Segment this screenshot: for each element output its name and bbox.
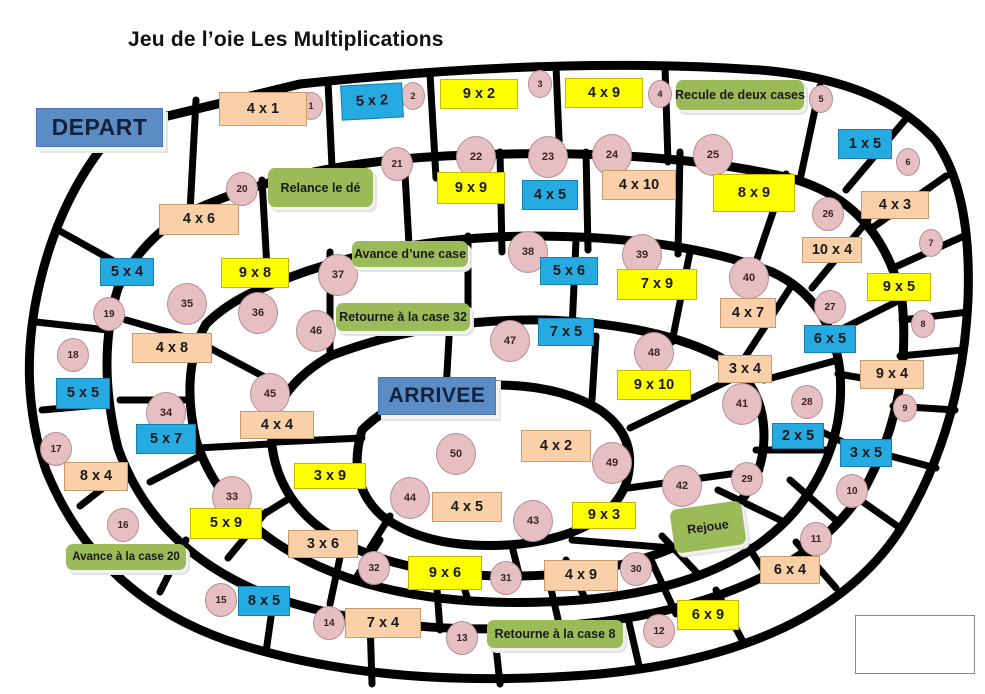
space-number-21[interactable]: 21 xyxy=(381,147,413,181)
space-number-3[interactable]: 3 xyxy=(528,70,552,98)
space-number-41[interactable]: 41 xyxy=(722,383,762,425)
space-tile-33[interactable]: 5 x 9 xyxy=(190,508,262,539)
space-tile-8[interactable]: 9 x 5 xyxy=(867,273,931,301)
space-number-49[interactable]: 49 xyxy=(592,442,632,484)
space-tile-3[interactable]: 9 x 2 xyxy=(440,79,518,109)
space-number-14[interactable]: 14 xyxy=(313,606,345,640)
space-number-20[interactable]: 20 xyxy=(226,172,258,206)
space-tile-9[interactable]: 9 x 4 xyxy=(860,360,924,389)
space-number-47[interactable]: 47 xyxy=(490,320,530,362)
space-tile-48[interactable]: 9 x 10 xyxy=(617,370,691,400)
space-number-28[interactable]: 28 xyxy=(791,385,823,419)
space-tile-19[interactable]: 5 x 4 xyxy=(100,258,154,286)
space-number-27[interactable]: 27 xyxy=(814,290,846,324)
space-number-43[interactable]: 43 xyxy=(513,500,553,542)
space-tile-5[interactable]: Recule de deux cases xyxy=(675,80,805,110)
space-tile-15[interactable]: 8 x 5 xyxy=(238,586,290,616)
space-tile-35[interactable]: 4 x 8 xyxy=(132,333,212,363)
page-title: Jeu de l’oie Les Multiplications xyxy=(128,28,444,51)
space-tile-16[interactable]: Avance à la case 20 xyxy=(66,544,186,570)
space-tile-45[interactable]: 4 x 4 xyxy=(240,411,314,439)
space-number-46[interactable]: 46 xyxy=(296,310,336,352)
space-tile-26[interactable]: 10 x 4 xyxy=(802,237,862,263)
space-number-42[interactable]: 42 xyxy=(662,465,702,507)
space-tile-24[interactable]: 4 x 10 xyxy=(602,170,676,200)
space-tile-40[interactable]: 4 x 7 xyxy=(720,298,776,328)
legend-empty-box xyxy=(855,615,975,674)
space-tile-30[interactable]: 4 x 9 xyxy=(544,560,618,591)
space-tile-25[interactable]: 8 x 9 xyxy=(713,174,795,212)
space-number-12[interactable]: 12 xyxy=(643,614,675,648)
space-number-29[interactable]: 29 xyxy=(731,462,763,496)
space-tile-14[interactable]: 7 x 4 xyxy=(345,608,421,638)
space-tile-41[interactable]: 3 x 4 xyxy=(718,355,772,383)
space-tile-12[interactable]: 6 x 9 xyxy=(677,600,739,630)
space-tile-18[interactable]: 5 x 5 xyxy=(56,378,110,409)
space-tile-37[interactable]: Avance d’une case xyxy=(352,241,468,267)
space-tile-11[interactable]: 6 x 4 xyxy=(760,556,820,584)
space-number-45[interactable]: 45 xyxy=(250,373,290,415)
space-tile-27[interactable]: 6 x 5 xyxy=(804,325,856,353)
space-number-26[interactable]: 26 xyxy=(812,197,844,231)
space-tile-10[interactable]: 3 x 5 xyxy=(840,439,892,467)
finish-marker: ARRIVEE xyxy=(378,377,496,415)
space-number-9[interactable]: 9 xyxy=(893,394,917,422)
space-tile-20[interactable]: 4 x 6 xyxy=(159,204,239,235)
space-tile-38[interactable]: 5 x 6 xyxy=(540,257,598,285)
space-number-11[interactable]: 11 xyxy=(800,522,832,556)
space-number-15[interactable]: 15 xyxy=(205,583,237,617)
space-number-19[interactable]: 19 xyxy=(93,297,125,331)
space-number-30[interactable]: 30 xyxy=(620,552,652,586)
space-number-5[interactable]: 5 xyxy=(809,85,833,113)
space-number-24[interactable]: 24 xyxy=(592,134,632,176)
space-tile-31[interactable]: 9 x 6 xyxy=(408,556,482,590)
space-number-50[interactable]: 50 xyxy=(436,433,476,475)
space-number-7[interactable]: 7 xyxy=(919,229,943,257)
space-tile-36[interactable]: 9 x 8 xyxy=(221,258,289,288)
space-tile-28[interactable]: 2 x 5 xyxy=(772,423,824,449)
space-tile-42[interactable]: 9 x 3 xyxy=(572,502,636,529)
space-tile-34[interactable]: 5 x 7 xyxy=(136,424,196,454)
space-number-18[interactable]: 18 xyxy=(57,338,89,372)
space-number-31[interactable]: 31 xyxy=(490,561,522,595)
space-tile-2[interactable]: 5 x 2 xyxy=(340,82,404,121)
space-number-16[interactable]: 16 xyxy=(107,508,139,542)
space-tile-32[interactable]: 3 x 6 xyxy=(288,530,358,558)
space-tile-23[interactable]: 4 x 5 xyxy=(522,180,578,210)
space-number-25[interactable]: 25 xyxy=(693,134,733,176)
space-number-13[interactable]: 13 xyxy=(446,621,478,655)
space-number-36[interactable]: 36 xyxy=(238,292,278,334)
space-number-44[interactable]: 44 xyxy=(390,477,430,519)
space-tile-44[interactable]: 3 x 9 xyxy=(294,463,366,489)
start-marker: DEPART xyxy=(36,108,163,147)
space-number-10[interactable]: 10 xyxy=(836,474,868,508)
space-tile-43[interactable]: 4 x 5 xyxy=(432,492,502,522)
space-tile-47[interactable]: 7 x 5 xyxy=(538,318,594,346)
space-number-37[interactable]: 37 xyxy=(318,254,358,296)
space-number-35[interactable]: 35 xyxy=(167,283,207,325)
space-number-17[interactable]: 17 xyxy=(40,432,72,466)
space-number-6[interactable]: 6 xyxy=(896,148,920,176)
space-tile-39[interactable]: 7 x 9 xyxy=(617,269,697,300)
space-tile-13[interactable]: Retourne à la case 8 xyxy=(487,620,623,648)
space-number-23[interactable]: 23 xyxy=(528,136,568,178)
space-number-8[interactable]: 8 xyxy=(911,310,935,338)
space-number-40[interactable]: 40 xyxy=(729,257,769,299)
space-tile-4[interactable]: 4 x 9 xyxy=(565,78,643,108)
space-number-32[interactable]: 32 xyxy=(358,551,390,585)
space-number-2[interactable]: 2 xyxy=(401,82,425,110)
space-number-48[interactable]: 48 xyxy=(634,332,674,374)
space-tile-7[interactable]: 4 x 3 xyxy=(861,191,929,219)
space-number-4[interactable]: 4 xyxy=(648,80,672,108)
space-tile-1[interactable]: 4 x 1 xyxy=(219,92,307,126)
space-tile-6[interactable]: 1 x 5 xyxy=(838,129,892,159)
space-tile-21[interactable]: Relance le dé xyxy=(268,168,373,207)
space-tile-22[interactable]: 9 x 9 xyxy=(437,172,505,204)
space-tile-46[interactable]: Retourne à la case 32 xyxy=(336,303,470,331)
space-tile-17[interactable]: 8 x 4 xyxy=(64,462,128,491)
space-tile-49[interactable]: 4 x 2 xyxy=(521,430,591,462)
